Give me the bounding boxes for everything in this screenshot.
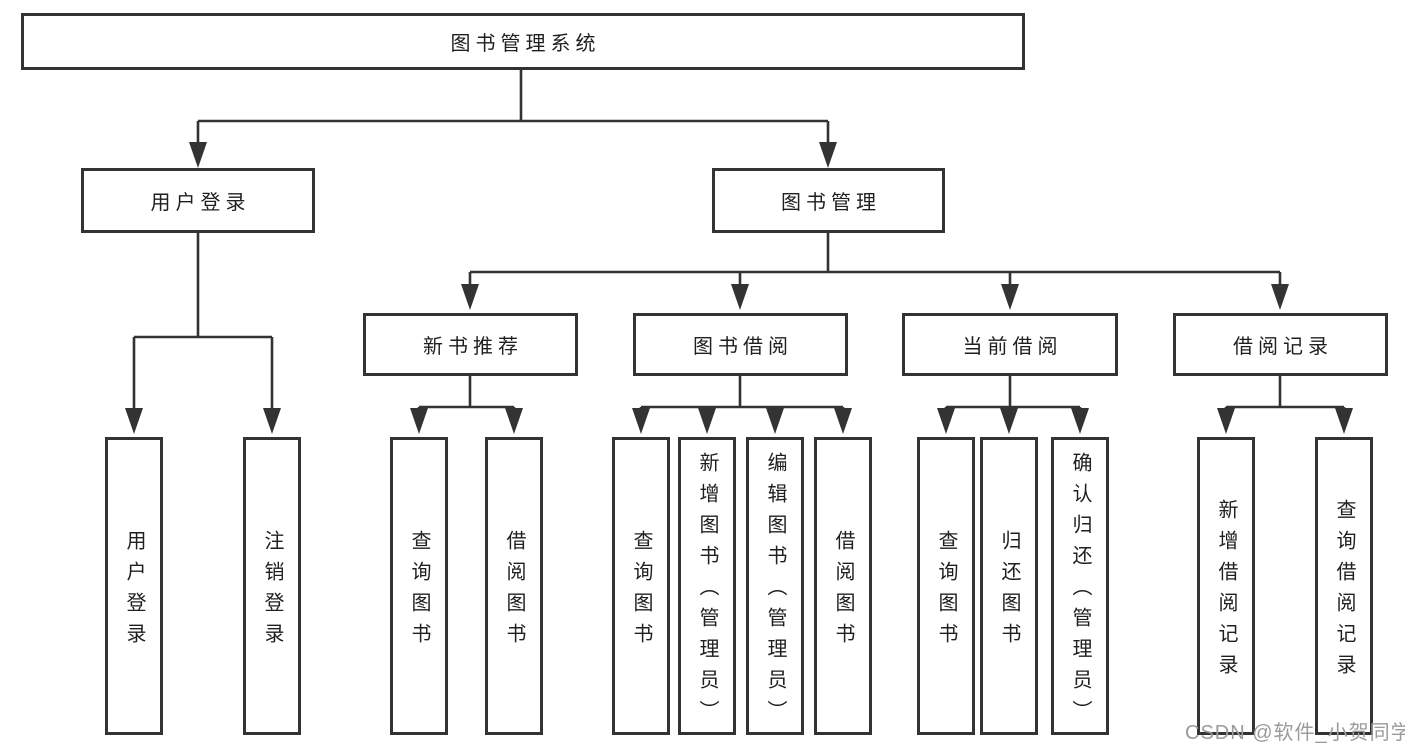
node-user-login: 用户登录: [81, 168, 315, 233]
leaf-label: 新增图书（管理员）: [696, 452, 718, 731]
leaf-add-borrow-record: 新增借阅记录: [1197, 437, 1255, 735]
node-label: 用户登录: [150, 192, 251, 214]
leaf-label: 查询图书: [630, 529, 652, 654]
leaf-label: 用户登录: [123, 529, 145, 654]
node-book-management: 图书管理: [712, 168, 945, 233]
connector-current-borrow-to-leaves: [937, 376, 1089, 434]
node-label: 图书管理: [781, 192, 881, 214]
leaf-borrow-book: 借阅图书: [814, 437, 872, 735]
leaf-edit-book-admin: 编辑图书（管理员）: [746, 437, 804, 735]
node-borrow-record: 借阅记录: [1173, 313, 1388, 376]
leaf-query-borrow-record: 查询借阅记录: [1315, 437, 1373, 735]
node-new-book-recommend: 新书推荐: [363, 313, 578, 376]
connector-book-borrow-to-leaves: [632, 376, 852, 434]
leaf-query-book-borrow: 查询图书: [612, 437, 670, 735]
leaf-label: 查询借阅记录: [1333, 498, 1355, 685]
csdn-watermark: CSDN @软件_小贺同学: [1185, 722, 1405, 744]
node-label: 当前借阅: [962, 336, 1063, 358]
leaf-query-book-recommend: 查询图书: [390, 437, 448, 735]
connector-root-to-level2: [189, 67, 837, 168]
node-label: 图书管理系统: [450, 33, 601, 55]
leaf-confirm-return-admin: 确认归还（管理员）: [1051, 437, 1109, 735]
connector-book-management-to-level3: [461, 233, 1289, 310]
node-book-borrow: 图书借阅: [633, 313, 848, 376]
leaf-label: 借阅图书: [503, 529, 525, 654]
connector-user-login-to-leaves: [125, 233, 281, 434]
leaf-add-book-admin: 新增图书（管理员）: [678, 437, 736, 735]
connector-new-book-recommend-to-leaves: [410, 376, 523, 434]
leaf-label: 查询图书: [408, 529, 430, 654]
node-label: 新书推荐: [423, 336, 523, 358]
leaf-label: 新增借阅记录: [1215, 498, 1237, 685]
leaf-user-login: 用户登录: [105, 437, 163, 735]
connector-borrow-record-to-leaves: [1217, 376, 1353, 434]
node-label: 图书借阅: [693, 336, 793, 358]
node-current-borrow: 当前借阅: [902, 313, 1118, 376]
leaf-query-book-current: 查询图书: [917, 437, 975, 735]
node-root-library-management-system: 图书管理系统: [21, 13, 1025, 70]
node-label: 借阅记录: [1233, 336, 1333, 358]
leaf-label: 编辑图书（管理员）: [764, 452, 786, 731]
leaf-label: 归还图书: [998, 529, 1020, 654]
leaf-label: 查询图书: [935, 529, 957, 654]
leaf-label: 注销登录: [261, 529, 283, 654]
leaf-logout: 注销登录: [243, 437, 301, 735]
leaf-label: 确认归还（管理员）: [1069, 452, 1091, 731]
leaf-return-book: 归还图书: [980, 437, 1038, 735]
leaf-borrow-book-recommend: 借阅图书: [485, 437, 543, 735]
leaf-label: 借阅图书: [832, 529, 854, 654]
